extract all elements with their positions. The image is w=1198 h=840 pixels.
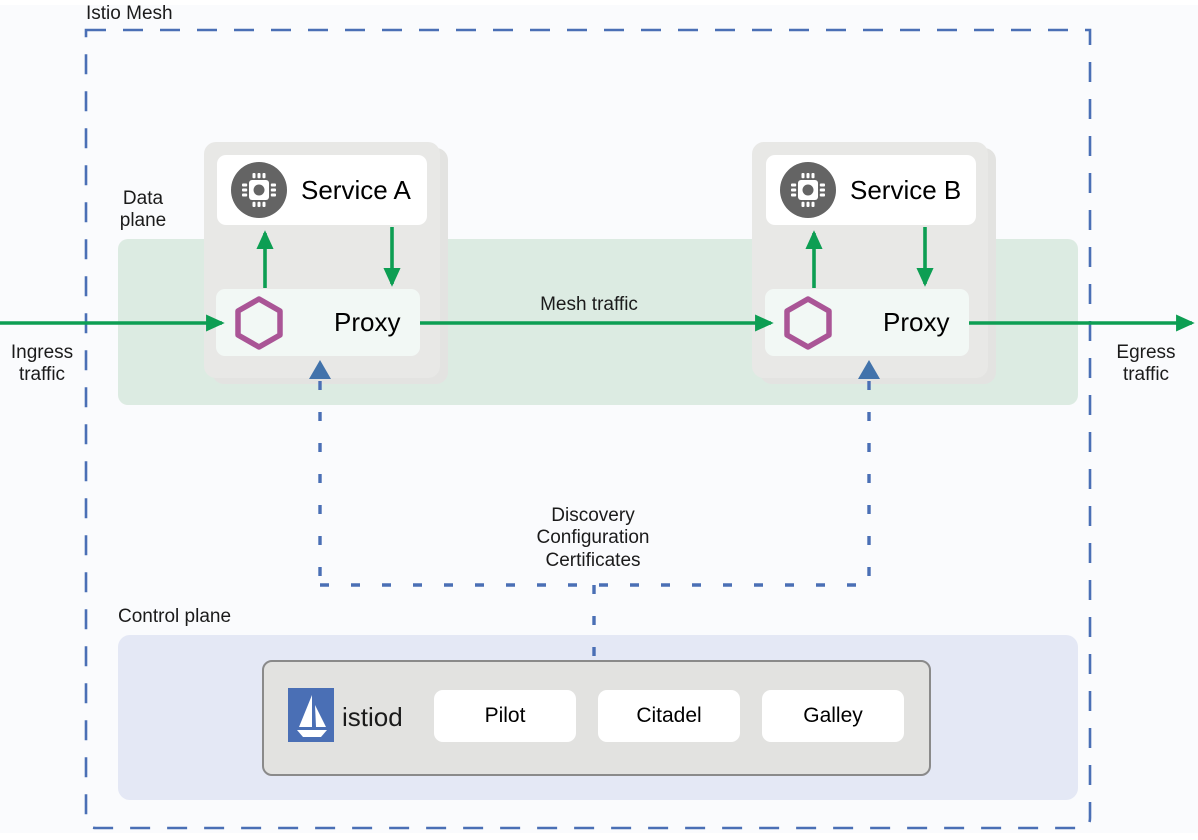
component-galley[interactable]: Galley (762, 690, 904, 742)
proxy-a-label: Proxy (334, 307, 401, 337)
proxy-b-box[interactable]: Proxy (765, 289, 969, 356)
istio-sail-logo (288, 688, 334, 742)
service-a-label: Service A (301, 174, 411, 205)
service-b-box[interactable]: Service B (766, 155, 976, 225)
envoy-hexagon-icon (779, 294, 837, 352)
top-strip (0, 0, 1198, 5)
ingress-traffic-label: Ingress traffic (10, 342, 74, 386)
proxy-b-label: Proxy (883, 307, 950, 337)
mesh-label: Istio Mesh (86, 3, 173, 24)
bottom-strip (0, 833, 1198, 840)
service-b-label: Service B (850, 174, 962, 205)
component-galley-label: Galley (803, 704, 863, 727)
data-plane-label: Data plane (119, 188, 167, 232)
istiod-label: istiod (342, 702, 403, 732)
egress-traffic-label: Egress traffic (1116, 342, 1176, 386)
cpu-chip-icon (780, 162, 836, 218)
cpu-chip-icon (231, 162, 287, 218)
service-a-box[interactable]: Service A (217, 155, 427, 225)
envoy-hexagon-icon (230, 294, 288, 352)
control-plane-label: Control plane (118, 606, 232, 627)
component-pilot-label: Pilot (484, 704, 526, 727)
component-citadel[interactable]: Citadel (598, 690, 740, 742)
proxy-a-box[interactable]: Proxy (216, 289, 420, 356)
mesh-traffic-label: Mesh traffic (540, 294, 638, 315)
component-pilot[interactable]: Pilot (434, 690, 576, 742)
discovery-label: Discovery Configuration Certificates (536, 505, 650, 571)
component-citadel-label: Citadel (636, 704, 702, 727)
